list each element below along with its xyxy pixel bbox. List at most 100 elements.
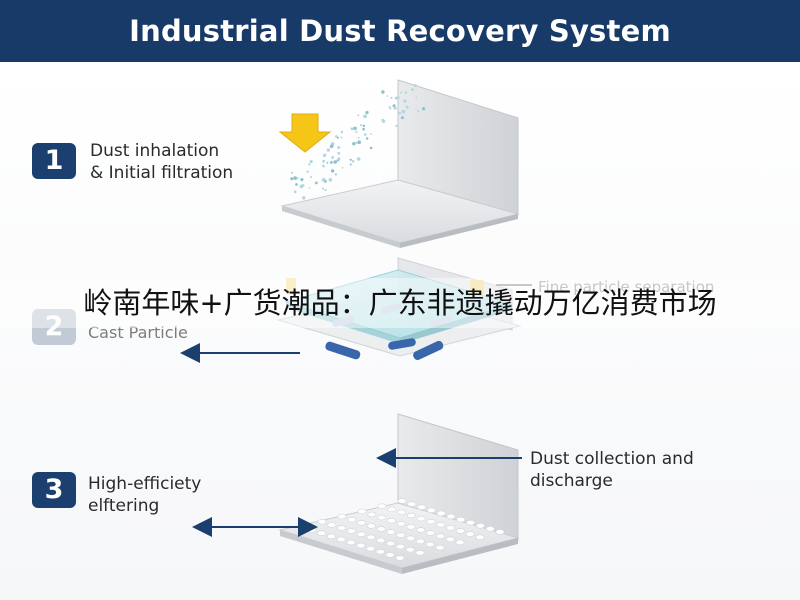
filter-cell bbox=[407, 501, 417, 507]
dust-particle bbox=[357, 140, 362, 145]
filter-cell bbox=[466, 519, 476, 526]
filter-cell bbox=[375, 549, 385, 555]
dust-particle bbox=[301, 184, 305, 187]
filter-marker-right bbox=[470, 280, 484, 296]
dust-particle bbox=[349, 158, 352, 161]
filter-cell bbox=[475, 523, 485, 529]
dust-particle bbox=[324, 153, 327, 156]
filter-cell bbox=[417, 504, 427, 510]
filter-cell bbox=[395, 543, 405, 550]
dust-particle bbox=[396, 96, 400, 99]
dust-particle bbox=[326, 148, 330, 152]
filter-cell bbox=[406, 524, 416, 530]
filter-cell bbox=[396, 521, 406, 527]
filter-cell bbox=[377, 514, 387, 521]
dust-particle bbox=[334, 173, 337, 176]
filter-cell bbox=[357, 508, 367, 515]
filter-cell bbox=[366, 523, 376, 529]
filter-cell bbox=[366, 545, 376, 552]
dust-particle bbox=[293, 190, 297, 194]
dust-particle bbox=[405, 105, 409, 109]
filter-cell bbox=[426, 518, 436, 525]
dust-particle bbox=[335, 135, 338, 138]
module-1-chamber bbox=[280, 79, 520, 248]
down-arrow-icon bbox=[278, 113, 332, 153]
dust-particle bbox=[322, 187, 324, 190]
dust-particle bbox=[369, 146, 373, 150]
dust-particle bbox=[386, 95, 389, 97]
dust-particle bbox=[381, 90, 385, 94]
dust-particle bbox=[398, 111, 401, 115]
module-1-floor-edge bbox=[282, 206, 400, 248]
dust-particle bbox=[400, 91, 403, 94]
step-1-badge: 1 bbox=[32, 143, 76, 179]
dust-particle bbox=[363, 114, 367, 119]
filter-cell bbox=[446, 525, 456, 531]
dust-particle bbox=[357, 136, 360, 139]
particle-tile bbox=[332, 315, 354, 328]
dust-particle bbox=[390, 96, 393, 100]
step-3-right-label-line2: discharge bbox=[530, 471, 613, 491]
filter-cell bbox=[385, 552, 395, 558]
filter-cell bbox=[357, 520, 367, 526]
step-3-right-label-line1: Dust collection and bbox=[530, 449, 694, 469]
filter-cell bbox=[456, 516, 466, 523]
dust-particle bbox=[341, 166, 344, 169]
module-1-floor-side bbox=[400, 214, 518, 248]
dust-particle bbox=[329, 160, 333, 164]
filter-cell bbox=[406, 535, 416, 541]
dust-particle bbox=[337, 157, 341, 161]
dust-particle bbox=[331, 155, 335, 159]
filter-cell bbox=[346, 528, 356, 534]
dust-particle bbox=[309, 160, 313, 164]
dust-particle bbox=[363, 133, 367, 136]
filter-cell bbox=[396, 532, 406, 538]
filter-cell bbox=[395, 555, 405, 561]
filter-cell bbox=[415, 550, 425, 556]
filter-cell bbox=[495, 529, 505, 535]
module-2-separator bbox=[276, 257, 522, 360]
particle-tile bbox=[388, 338, 416, 350]
filter-grid bbox=[297, 498, 505, 561]
dust-particle bbox=[333, 160, 338, 164]
dust-particle bbox=[360, 124, 362, 126]
filter-cell bbox=[386, 517, 396, 524]
particle-tile bbox=[413, 340, 444, 360]
module-2-glass-side bbox=[400, 304, 512, 344]
step-3-badge: 3 bbox=[32, 472, 76, 508]
dust-particle bbox=[322, 165, 325, 168]
dust-particle bbox=[295, 183, 298, 186]
dust-particle bbox=[290, 171, 294, 174]
dust-particle bbox=[415, 96, 418, 99]
dust-particle bbox=[293, 176, 298, 180]
filter-marker-left bbox=[286, 278, 296, 294]
particle-tile bbox=[380, 302, 402, 315]
dust-particle bbox=[392, 104, 396, 108]
dust-particle bbox=[365, 110, 369, 115]
filter-cell bbox=[377, 503, 387, 509]
dust-particle bbox=[337, 146, 341, 149]
dust-particle bbox=[297, 177, 299, 179]
dust-particle bbox=[365, 137, 369, 140]
dust-particle bbox=[381, 119, 386, 123]
filter-cell bbox=[336, 536, 346, 543]
filter-cell bbox=[347, 516, 357, 523]
dust-particle bbox=[337, 151, 341, 155]
particle-tile bbox=[325, 341, 361, 360]
module-3-floor-edge bbox=[280, 530, 402, 574]
filter-cell bbox=[326, 533, 336, 539]
dust-particle bbox=[349, 163, 352, 166]
dust-particle bbox=[322, 159, 326, 163]
filter-cell bbox=[397, 509, 407, 516]
step-3-label-line1: High-efficiety bbox=[88, 474, 202, 494]
filter-cell bbox=[436, 522, 446, 528]
dust-particle bbox=[400, 116, 404, 120]
dust-particle bbox=[389, 107, 392, 110]
filter-cell bbox=[425, 541, 435, 548]
dust-particle bbox=[314, 181, 318, 185]
dust-particle bbox=[395, 124, 398, 128]
filter-cell bbox=[387, 506, 397, 512]
dust-particle bbox=[351, 159, 355, 163]
dust-particle bbox=[340, 130, 344, 134]
filter-cell bbox=[436, 510, 446, 517]
